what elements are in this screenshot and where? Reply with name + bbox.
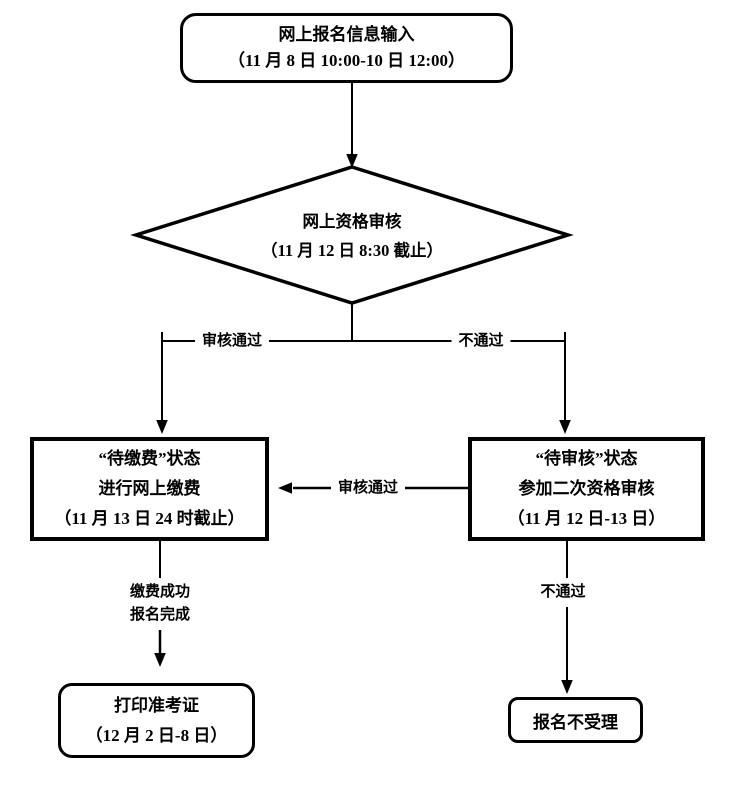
node-line: “待缴费”状态 [98,449,201,468]
edge-label-line: 缴费成功 [129,584,191,600]
arrowhead-down-print [154,653,166,667]
arrowhead-down-pay [156,420,168,434]
edge-label-not-passed: 不通过 [451,330,511,352]
node-line: “待审核”状态 [535,449,638,468]
node-registration-not-accepted: 报名不受理 [508,697,643,743]
node-line: （11 月 12 日-13 日） [507,509,666,528]
node-online-qualification-review: 网上资格审核 （11 月 12 日 8:30 截止） [261,207,443,265]
node-pending-review-status: “待审核”状态 参加二次资格审核 （11 月 12 日-13 日） [468,437,705,541]
node-line: 网上报名信息输入 [278,25,415,44]
node-line: 进行网上缴费 [98,479,201,498]
node-line: 打印准考证 [114,695,199,715]
node-line: 报名不受理 [533,712,618,732]
node-pending-payment-status: “待缴费”状态 进行网上缴费 （11 月 13 日 24 时截止） [30,437,269,541]
arrowhead-down-review2 [559,420,571,434]
edge-label-review-passed: 审核通过 [194,330,270,352]
node-line: （11 月 12 日 8:30 截止） [261,241,443,260]
edge-label-second-review-passed: 审核通过 [330,477,406,499]
node-print-admission-ticket: 打印准考证 （12 月 2 日-8 日） [58,683,255,758]
node-line: （11 月 8 日 10:00-10 日 12:00） [227,51,466,70]
node-online-registration-input: 网上报名信息输入 （11 月 8 日 10:00-10 日 12:00） [180,13,513,83]
node-line: （11 月 13 日 24 时截止） [54,509,245,528]
node-line: （12 月 2 日-8 日） [85,725,228,745]
arrowhead-down-decision [346,154,358,168]
node-line: 参加二次资格审核 [518,479,655,498]
edge-label-line: 报名完成 [129,607,191,623]
arrowhead-down-reject [561,680,573,694]
edge-label-payment-success: 缴费成功 报名完成 [121,579,199,629]
edge-label-second-not-passed: 不通过 [533,581,593,603]
arrowhead-left-pay [278,482,292,494]
node-line: 网上资格审核 [302,212,402,231]
